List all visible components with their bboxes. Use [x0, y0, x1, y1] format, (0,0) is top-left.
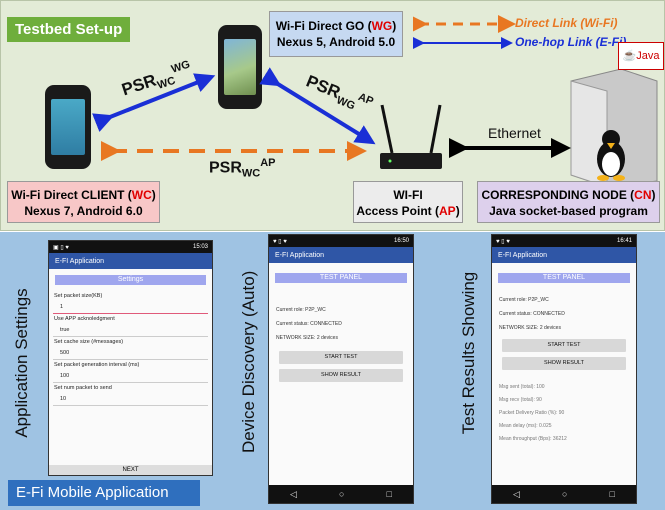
client-device-box: Wi-Fi Direct CLIENT (WC) Nexus 7, Androi…	[7, 181, 160, 223]
stat-msg-recv: Msg recv (total): 90	[499, 397, 542, 403]
settings-screen: ▣ ▯ ♥15:03 E-FI Application Settings Set…	[48, 240, 213, 476]
field-input-interval[interactable]: 100	[53, 370, 208, 383]
access-point-box: WI-FI Access Point (AP)	[353, 181, 463, 223]
nexus7-tablet-image	[45, 85, 91, 169]
stat-mean-delay: Mean delay (ms): 0.025	[499, 423, 552, 429]
current-status: Current status: CONNECTED	[276, 321, 342, 327]
current-role: Current role: P2P_WC	[276, 307, 326, 313]
app-bar-title: E-FI Application	[49, 253, 212, 269]
psr-wc-ap-label: PSRWCAP	[209, 157, 276, 180]
link-arrows	[92, 67, 571, 161]
recent-apps-icon[interactable]: □	[609, 489, 615, 499]
current-status: Current status: CONNECTED	[499, 311, 565, 317]
stat-mean-throughput: Mean throughput (Bps): 36212	[499, 436, 567, 442]
legend-direct-label: Direct Link (Wi-Fi)	[515, 16, 618, 30]
side-label-results: Test Results Showing	[459, 271, 478, 435]
stat-msg-sent: Msg sent (total): 100	[499, 384, 545, 390]
go-device-box: Wi-Fi Direct GO (WG) Nexus 5, Android 5.…	[269, 11, 403, 57]
app-bar-title: E-FI Application	[492, 247, 636, 263]
home-icon[interactable]: ○	[562, 489, 568, 499]
field-label-interval: Set packet generation interval (ms)	[54, 362, 140, 368]
status-bar: ♥ ▯ ♥16:41	[492, 235, 636, 247]
field-input-num-packets[interactable]: 10	[53, 393, 208, 406]
settings-header: Settings	[55, 275, 206, 285]
link-wg-ap	[259, 67, 376, 145]
link-wc-wg	[92, 73, 216, 132]
test-panel-header: TEST PANEL	[275, 273, 407, 283]
discovery-screen: ♥ ▯ ♥16:50 E-FI Application TEST PANEL C…	[268, 234, 414, 504]
app-bar-title: E-FI Application	[269, 247, 413, 263]
mobile-app-panel: Application Settings Device Discovery (A…	[0, 232, 665, 510]
side-label-settings: Application Settings	[12, 288, 31, 438]
android-nav-bar: ◁ ○ □	[492, 485, 636, 503]
router-icon	[380, 104, 442, 169]
start-test-button[interactable]: START TEST	[279, 351, 403, 364]
results-screen: ♥ ▯ ♥16:41 E-FI Application TEST PANEL C…	[491, 234, 637, 504]
ethernet-label: Ethernet	[488, 125, 541, 141]
field-label-cache-size: Set cache size (#messages)	[54, 339, 124, 345]
test-panel-header: TEST PANEL	[498, 273, 630, 283]
status-bar: ♥ ▯ ♥16:50	[269, 235, 413, 247]
network-size: NETWORK SIZE: 2 devices	[276, 335, 338, 341]
field-input-cache-size[interactable]: 500	[53, 347, 208, 360]
legend-arrows	[413, 15, 516, 49]
field-label-num-packets: Set num packet to send	[54, 385, 112, 391]
field-input-app-ack[interactable]: true	[53, 324, 208, 337]
home-icon[interactable]: ○	[339, 489, 345, 499]
field-label-packet-size: Set packet size(KB)	[54, 293, 103, 299]
field-input-packet-size[interactable]: 1	[53, 301, 208, 314]
back-icon[interactable]: ◁	[513, 488, 520, 499]
next-button[interactable]: NEXT	[49, 465, 212, 475]
start-test-button[interactable]: START TEST	[502, 339, 626, 352]
java-logo: ☕Java	[618, 42, 664, 70]
show-result-button[interactable]: SHOW RESULT	[502, 357, 626, 370]
testbed-title: Testbed Set-up	[7, 17, 131, 42]
android-nav-bar: ◁ ○ □	[269, 485, 413, 503]
stat-delivery-ratio: Packet Delivery Ratio (%): 90	[499, 410, 565, 416]
network-size: NETWORK SIZE: 2 devices	[499, 325, 561, 331]
field-label-app-ack: Use APP acknoledgment	[54, 316, 115, 322]
recent-apps-icon[interactable]: □	[386, 489, 392, 499]
mobile-app-title: E-Fi Mobile Application	[8, 480, 200, 506]
testbed-panel: Testbed Set-up Direct Link (Wi-Fi) One-h…	[0, 0, 665, 231]
back-icon[interactable]: ◁	[290, 488, 297, 499]
current-role: Current role: P2P_WC	[499, 297, 549, 303]
corresponding-node-box: CORRESPONDING NODE (CN) Java socket-base…	[477, 181, 660, 223]
show-result-button[interactable]: SHOW RESULT	[279, 369, 403, 382]
nexus5-phone-image	[218, 25, 262, 109]
side-label-discovery: Device Discovery (Auto)	[239, 270, 258, 453]
status-bar: ▣ ▯ ♥15:03	[49, 241, 212, 253]
legend-onehop-label: One-hop Link (E-Fi)	[515, 35, 627, 49]
